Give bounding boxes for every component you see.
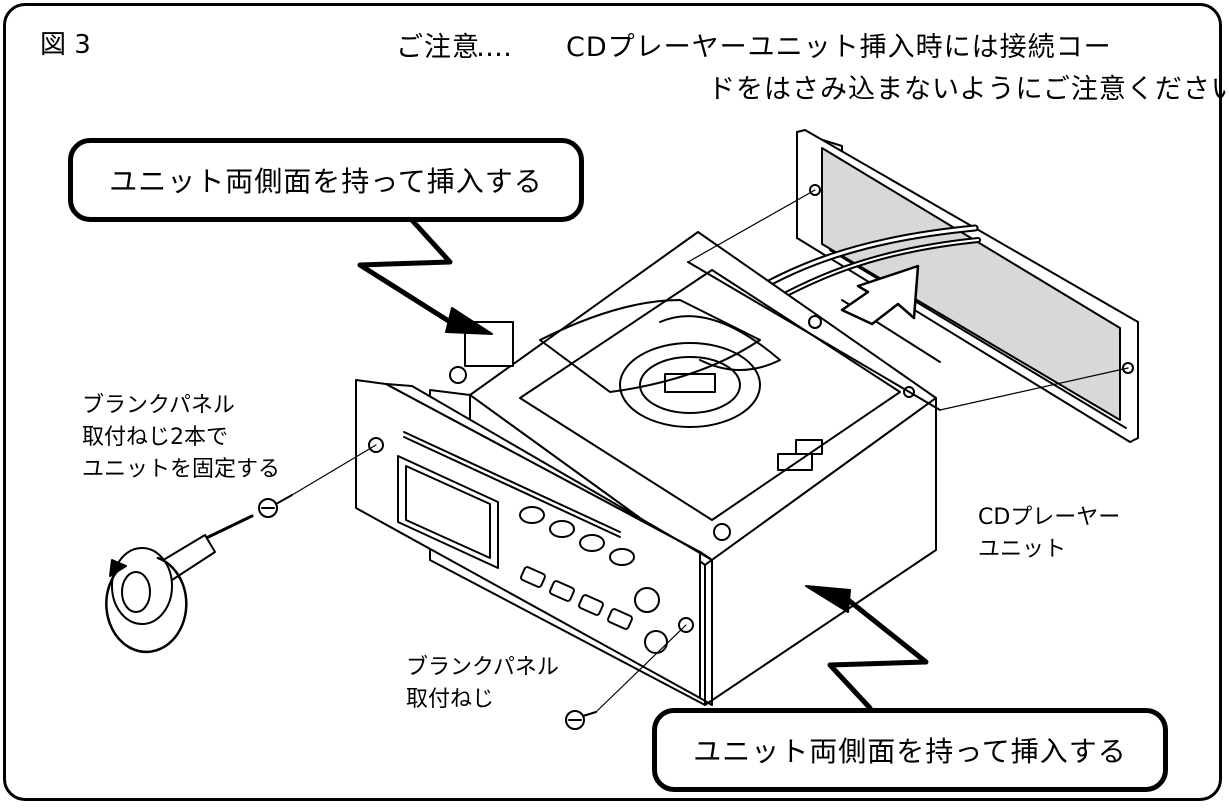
front-panel: [355, 379, 713, 706]
label-line: CDプレーヤー: [978, 505, 1121, 530]
screw-icon: [565, 710, 597, 730]
caution-line-1: CDプレーヤーユニット挿入時には接続コー: [566, 32, 1112, 63]
label-line: ユニットを固定する: [82, 456, 281, 482]
label-line: ブランクパネル: [406, 655, 559, 680]
label-line: 取付ねじ: [406, 686, 495, 712]
callout-text: ユニット両側面を持って挿入する: [693, 735, 1127, 768]
caution-title: ご注意: [396, 32, 480, 63]
front-buttons: [519, 506, 668, 654]
label-line: ユニット: [978, 536, 1067, 562]
caution-dots: ‥‥: [476, 32, 513, 63]
label-blank-panel-screw: ブランクパネル 取付ねじ: [406, 652, 559, 716]
screw-icon: [258, 494, 293, 518]
callout-pointer-bottom: [805, 585, 929, 711]
label-line: 取付ねじ2本で: [82, 424, 228, 450]
figure-frame: [3, 3, 1222, 801]
figure-label: 図 3: [40, 30, 91, 60]
callout-text: ユニット両側面を持って挿入する: [109, 165, 543, 198]
callout-hold-sides-top: ユニット両側面を持って挿入する: [68, 138, 584, 222]
rotation-arrow-icon: [105, 556, 188, 654]
label-cd-player-unit: CDプレーヤー ユニット: [978, 502, 1120, 566]
label-line: ブランクパネル: [82, 393, 235, 418]
label-blank-panel-two-screws: ブランクパネル 取付ねじ2本で ユニットを固定する: [82, 390, 280, 486]
rack-frame: [796, 129, 1139, 443]
callout-hold-sides-bottom: ユニット両側面を持って挿入する: [652, 708, 1168, 792]
screwdriver-icon: [111, 514, 254, 625]
push-arrow-icon: [840, 264, 920, 326]
caution-line-2: ドをはさみ込まないようにご注意ください。: [708, 74, 1229, 105]
callout-pointer-top: [357, 215, 493, 335]
